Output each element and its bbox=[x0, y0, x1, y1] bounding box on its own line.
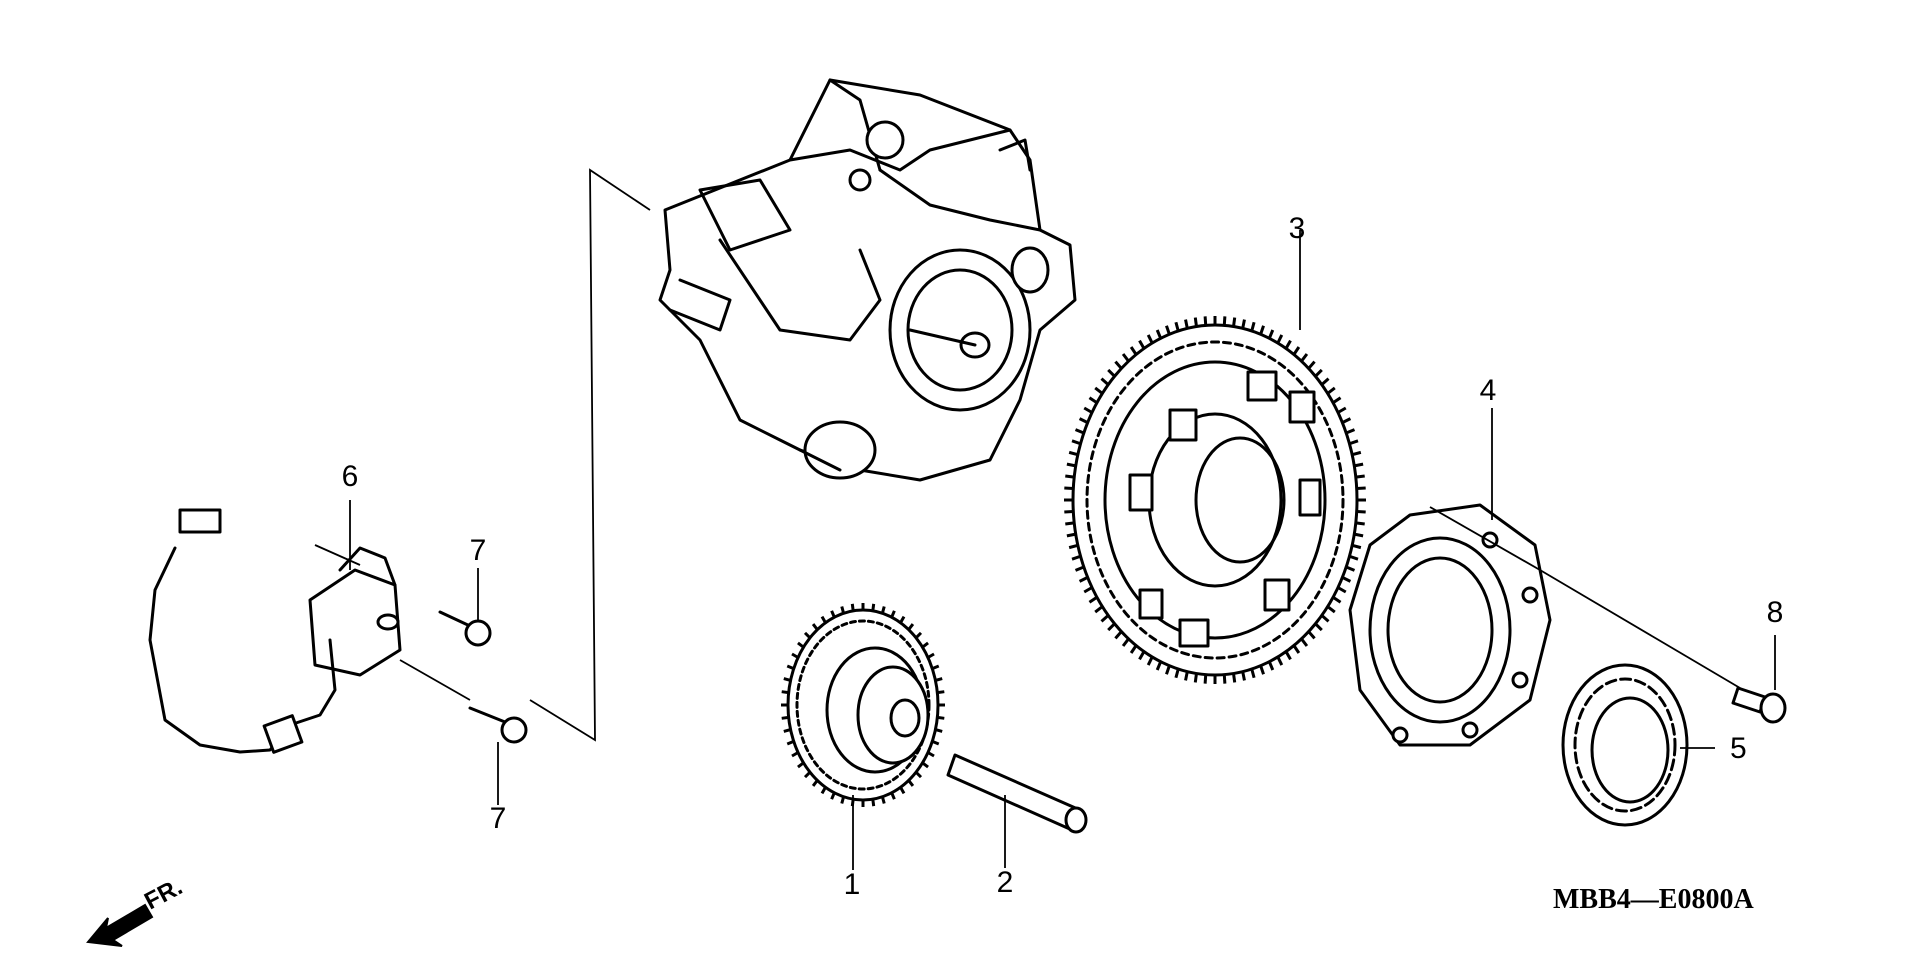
pulse-generator bbox=[148, 508, 402, 754]
leader-bracket-engine bbox=[529, 168, 651, 742]
front-arrow-icon bbox=[86, 903, 154, 947]
callout-3: 3 bbox=[1289, 212, 1306, 245]
callout-1: 1 bbox=[844, 868, 861, 901]
callout-7-lower: 7 bbox=[490, 802, 507, 835]
gear-rollers bbox=[1128, 370, 1322, 648]
callouts: 1 2 3 4 5 6 7 7 8 bbox=[342, 212, 1784, 901]
callout-5: 5 bbox=[1730, 732, 1747, 765]
bolt-upper bbox=[438, 610, 492, 647]
bolt-lower bbox=[468, 706, 528, 744]
callout-4: 4 bbox=[1480, 374, 1497, 407]
callout-8: 8 bbox=[1767, 596, 1784, 629]
diagram-code: MBB4—E0800A bbox=[1553, 884, 1754, 915]
callout-7-upper: 7 bbox=[470, 534, 487, 567]
engine-case bbox=[658, 78, 1077, 482]
starter-driven-gear bbox=[1071, 323, 1359, 677]
front-arrow: FR. bbox=[86, 873, 187, 947]
callout-6: 6 bbox=[342, 460, 359, 493]
one-way-clutch bbox=[1561, 663, 1689, 827]
reduction-gear-shaft bbox=[946, 753, 1088, 834]
leader-lines bbox=[314, 230, 1776, 870]
callout-2: 2 bbox=[997, 866, 1014, 899]
starter-reduction-gear bbox=[786, 608, 940, 802]
starter-clutch-outer bbox=[1348, 503, 1552, 747]
flange-bolt bbox=[1731, 686, 1787, 724]
